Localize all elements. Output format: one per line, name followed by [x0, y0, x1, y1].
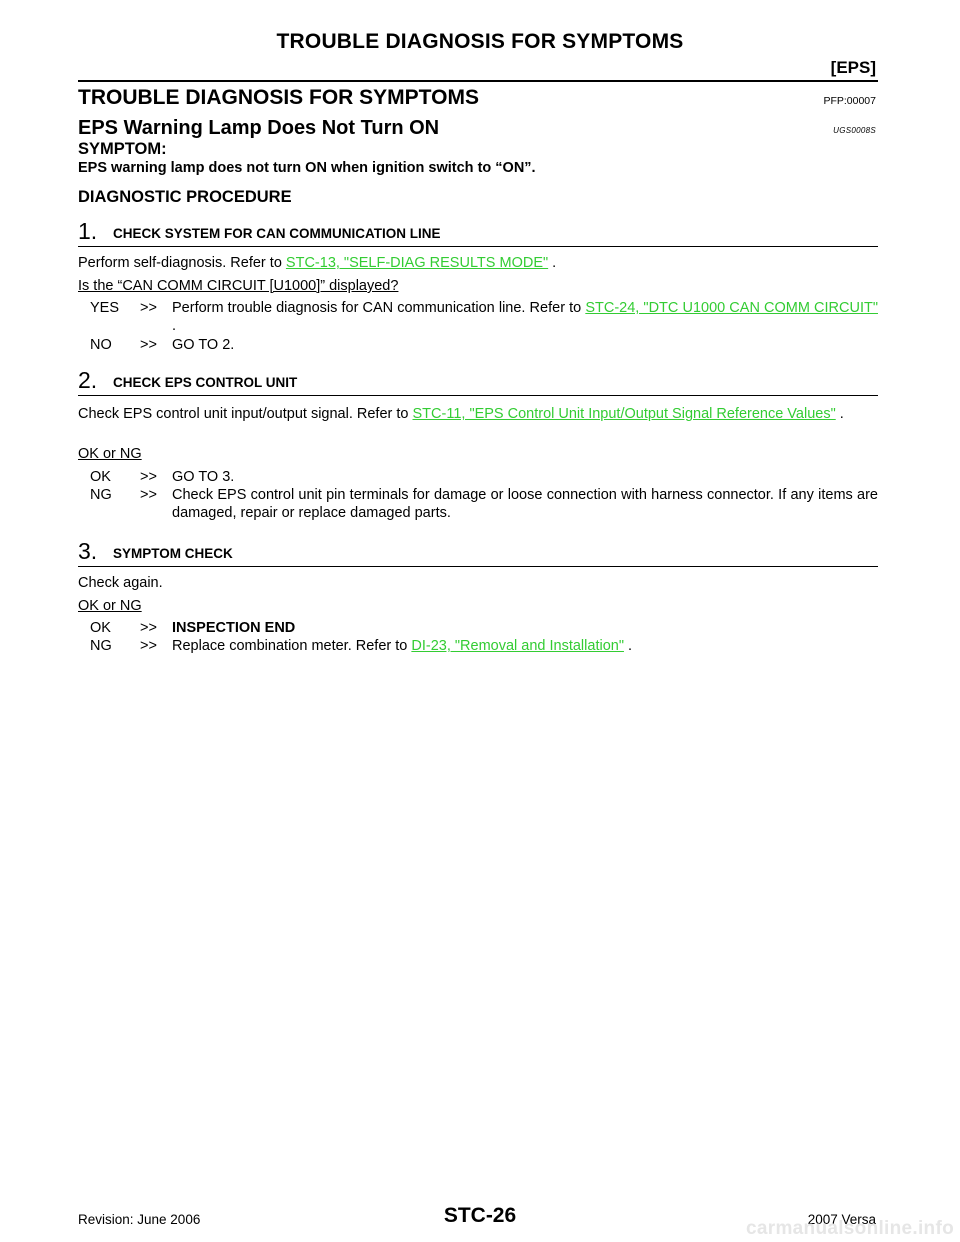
instruction-text-end: .: [835, 406, 844, 422]
response-arrow: >>: [140, 300, 157, 316]
question-text: Is the “CAN COMM CIRCUIT [U1000]” displa…: [78, 278, 399, 294]
reference-link-stc-24[interactable]: STC-24, "DTC U1000 CAN COMM CIRCUIT": [585, 300, 878, 316]
response-body: Replace combination meter. Refer to: [172, 638, 412, 654]
step-2-instruction: Check EPS control unit input/output sign…: [78, 405, 878, 423]
page-header-title: TROUBLE DIAGNOSIS FOR SYMPTOMS: [276, 30, 684, 53]
step-1-instruction: Perform self-diagnosis. Refer to STC-13,…: [78, 254, 878, 272]
reference-link-stc-13[interactable]: STC-13, "SELF-DIAG RESULTS MODE": [285, 255, 549, 271]
response-arrow: >>: [140, 620, 157, 636]
footer-revision: Revision: June 2006: [78, 1212, 201, 1227]
step-3-response-ok: OK >> INSPECTION END: [90, 619, 878, 637]
instruction-text: Check EPS control unit input/output sign…: [78, 406, 413, 422]
response-key: YES: [90, 300, 120, 316]
symptom-label: SYMPTOM:: [78, 140, 167, 158]
step-number: 3.: [78, 538, 98, 564]
instruction-text: Perform self-diagnosis. Refer to: [78, 255, 286, 271]
step-3-question: OK or NG: [78, 597, 878, 615]
response-text: GO TO 2.: [172, 337, 235, 353]
response-key: NG: [90, 638, 112, 654]
response-text: Replace combination meter. Refer to DI-2…: [172, 637, 878, 655]
instruction-text-end: .: [548, 255, 557, 271]
step-title: SYMPTOM CHECK: [113, 546, 233, 561]
step-1-header: 1. CHECK SYSTEM FOR CAN COMMUNICATION LI…: [78, 218, 878, 247]
subsection-heading: EPS Warning Lamp Does Not Turn ON: [78, 117, 440, 139]
step-1-response-no: NO >> GO TO 2.: [90, 336, 878, 354]
response-arrow: >>: [140, 638, 157, 654]
subsection-code: UGS0008S: [833, 126, 876, 135]
symptom-text: EPS warning lamp does not turn ON when i…: [78, 160, 536, 176]
response-text: Perform trouble diagnosis for CAN commun…: [172, 299, 878, 335]
response-end: .: [172, 318, 177, 334]
response-text: GO TO 3.: [172, 469, 235, 485]
section-code: PFP:00007: [823, 95, 876, 107]
response-key: NO: [90, 337, 112, 353]
response-key: NG: [90, 487, 112, 503]
step-2-response-ok: OK >> GO TO 3.: [90, 468, 878, 486]
response-arrow: >>: [140, 469, 157, 485]
step-3-header: 3. SYMPTOM CHECK: [78, 538, 878, 567]
response-arrow: >>: [140, 487, 157, 503]
step-1-question: Is the “CAN COMM CIRCUIT [U1000]” displa…: [78, 277, 878, 295]
step-2-question: OK or NG: [78, 445, 878, 463]
footer-page-number: STC-26: [443, 1204, 517, 1227]
response-text: Check EPS control unit pin terminals for…: [172, 487, 878, 521]
response-key: OK: [90, 469, 111, 485]
response-end: .: [623, 638, 633, 654]
reference-link-stc-11[interactable]: STC-11, "EPS Control Unit Input/Output S…: [412, 406, 836, 422]
response-key: OK: [90, 620, 111, 636]
response-arrow: >>: [140, 337, 157, 353]
page-header-section: [EPS]: [830, 58, 876, 77]
response-body: Perform trouble diagnosis for CAN commun…: [172, 300, 586, 316]
step-3-instruction: Check again.: [78, 575, 163, 591]
response-text: INSPECTION END: [172, 620, 296, 636]
step-number: 2.: [78, 367, 98, 393]
step-1-response-yes: YES >> Perform trouble diagnosis for CAN…: [90, 299, 878, 335]
step-3-response-ng: NG >> Replace combination meter. Refer t…: [90, 637, 878, 655]
procedure-label: DIAGNOSTIC PROCEDURE: [78, 188, 292, 206]
step-title: CHECK EPS CONTROL UNIT: [113, 375, 298, 390]
section-heading: TROUBLE DIAGNOSIS FOR SYMPTOMS: [78, 86, 479, 109]
step-number: 1.: [78, 218, 98, 244]
header-rule: [78, 80, 878, 82]
question-text: OK or NG: [78, 446, 142, 462]
watermark: carmanualsonline.info: [746, 1218, 954, 1239]
step-2-response-ng: NG >> Check EPS control unit pin termina…: [90, 486, 878, 522]
step-2-header: 2. CHECK EPS CONTROL UNIT: [78, 367, 878, 396]
reference-link-di-23[interactable]: DI-23, "Removal and Installation": [411, 638, 624, 654]
step-title: CHECK SYSTEM FOR CAN COMMUNICATION LINE: [113, 226, 441, 241]
question-text: OK or NG: [78, 598, 142, 614]
footer-model: 2007 Versa: [807, 1212, 876, 1227]
